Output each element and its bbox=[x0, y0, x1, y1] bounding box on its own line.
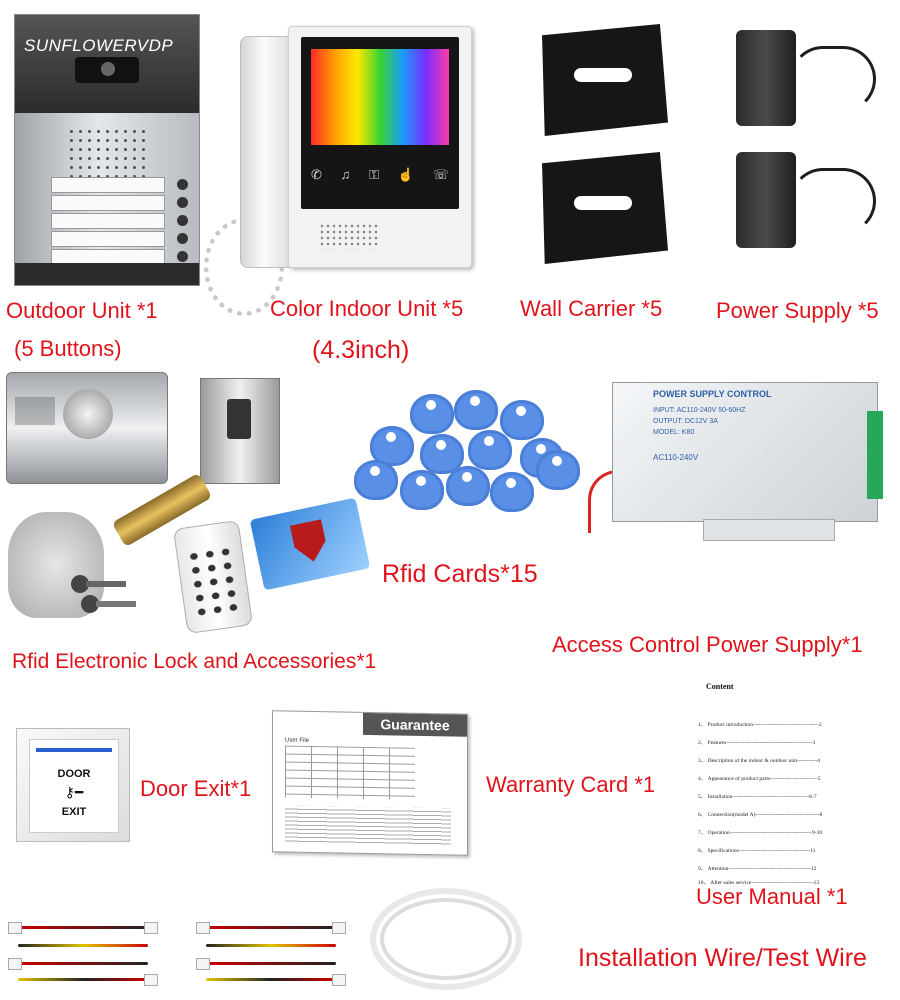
camera-icon bbox=[75, 57, 139, 83]
warranty-card-image: Guarantee User File bbox=[272, 710, 468, 856]
guarantee-user-file: User File bbox=[285, 737, 310, 744]
terminal-block bbox=[867, 411, 883, 499]
door-exit-button-image: DOOR ⚷━ EXIT bbox=[16, 728, 130, 842]
manual-row: 6、 Connection(model A)------------------… bbox=[698, 812, 823, 818]
talk-icon: ✆ bbox=[311, 167, 322, 182]
label-user-manual: User Manual *1 bbox=[696, 884, 848, 909]
manual-row: 4、 Appearance of product parts----------… bbox=[698, 776, 821, 782]
manual-row: 5、 Installation-------------------------… bbox=[698, 794, 817, 800]
key-icon: ⚷━ bbox=[64, 784, 84, 800]
psu-model: MODEL: K80 bbox=[653, 429, 695, 436]
outdoor-unit-camera-housing bbox=[15, 15, 199, 113]
rfid-tags-image bbox=[350, 390, 590, 520]
label-outdoor-unit: Outdoor Unit *1 bbox=[6, 298, 158, 323]
test-wire-bundle-image bbox=[8, 920, 158, 990]
watermark: SUNFLOWERVDP bbox=[24, 36, 174, 55]
call-button bbox=[51, 177, 188, 193]
psu-ac: AC110-240V bbox=[653, 453, 699, 462]
strike-plate-image bbox=[200, 378, 280, 484]
door-text: DOOR bbox=[57, 768, 91, 780]
label-wall-carrier: Wall Carrier *5 bbox=[520, 296, 663, 321]
outdoor-unit-image bbox=[14, 14, 200, 286]
monitor-screen bbox=[311, 49, 449, 145]
label-warranty-card: Warranty Card *1 bbox=[486, 772, 656, 797]
speaker-grille bbox=[67, 127, 151, 183]
call-button bbox=[51, 195, 188, 211]
wall-carrier-image bbox=[542, 24, 668, 136]
intercom-icon: ☏ bbox=[432, 167, 449, 182]
label-outdoor-buttons: (5 Buttons) bbox=[14, 336, 122, 361]
remote-control-image bbox=[172, 519, 254, 635]
manual-row: 3、 Description of the indoor & outdoor u… bbox=[698, 758, 821, 764]
label-indoor-size: (4.3inch) bbox=[312, 336, 410, 364]
manual-row: 1、 Product introduction-----------------… bbox=[698, 722, 822, 728]
power-adapter-image bbox=[736, 152, 796, 248]
label-lock-accessories: Rfid Electronic Lock and Accessories*1 bbox=[12, 650, 377, 673]
music-icon: ♫ bbox=[340, 167, 351, 182]
indoor-monitor-image: ✆ ♫ ⚿ ☝ ☏ bbox=[288, 26, 472, 268]
psu-input: INPUT: AC110-240V 50-60HZ bbox=[653, 407, 746, 414]
power-adapter-image bbox=[736, 30, 796, 126]
guarantee-title: Guarantee bbox=[363, 712, 467, 737]
wall-carrier-image bbox=[542, 152, 668, 264]
call-button bbox=[51, 213, 188, 229]
monitor-speaker bbox=[319, 223, 379, 249]
label-door-exit: Door Exit*1 bbox=[140, 776, 252, 801]
manual-row: 7、 Operation----------------------------… bbox=[698, 830, 823, 836]
label-access-control-psu: Access Control Power Supply*1 bbox=[552, 632, 863, 657]
label-installation-wire: Installation Wire/Test Wire bbox=[578, 944, 867, 972]
psu-header: POWER SUPPLY CONTROL bbox=[653, 389, 772, 399]
shield-icon bbox=[290, 519, 330, 565]
label-power-supply: Power Supply *5 bbox=[716, 298, 879, 323]
manual-row: 2、 Features-----------------------------… bbox=[698, 740, 816, 746]
test-wire-bundle-image bbox=[196, 920, 346, 990]
manual-title: Content bbox=[706, 682, 734, 691]
user-manual-image: Content 1、 Product introduction---------… bbox=[698, 680, 858, 886]
access-control-psu-image: POWER SUPPLY CONTROL INPUT: AC110-240V 5… bbox=[612, 382, 883, 541]
psu-output: OUTPUT: DC12V 3A bbox=[653, 418, 718, 425]
unlock-icon: ⚿ bbox=[369, 167, 380, 182]
keys-image bbox=[71, 575, 136, 613]
manual-row: 9、 Attention----------------------------… bbox=[698, 866, 817, 872]
exit-text: EXIT bbox=[61, 806, 87, 818]
installation-wire-coil-image bbox=[370, 888, 522, 990]
label-rfid-cards: Rfid Cards*15 bbox=[382, 560, 538, 588]
monitor-icon: ☝ bbox=[397, 167, 414, 182]
lock-knob bbox=[63, 389, 113, 439]
electronic-lock-image bbox=[6, 372, 168, 484]
label-indoor-unit: Color Indoor Unit *5 bbox=[270, 296, 464, 321]
call-button bbox=[51, 231, 188, 247]
manual-row: 8、 Specifications-----------------------… bbox=[698, 848, 816, 854]
manual-row: 10、 After-sales service-----------------… bbox=[698, 880, 820, 886]
